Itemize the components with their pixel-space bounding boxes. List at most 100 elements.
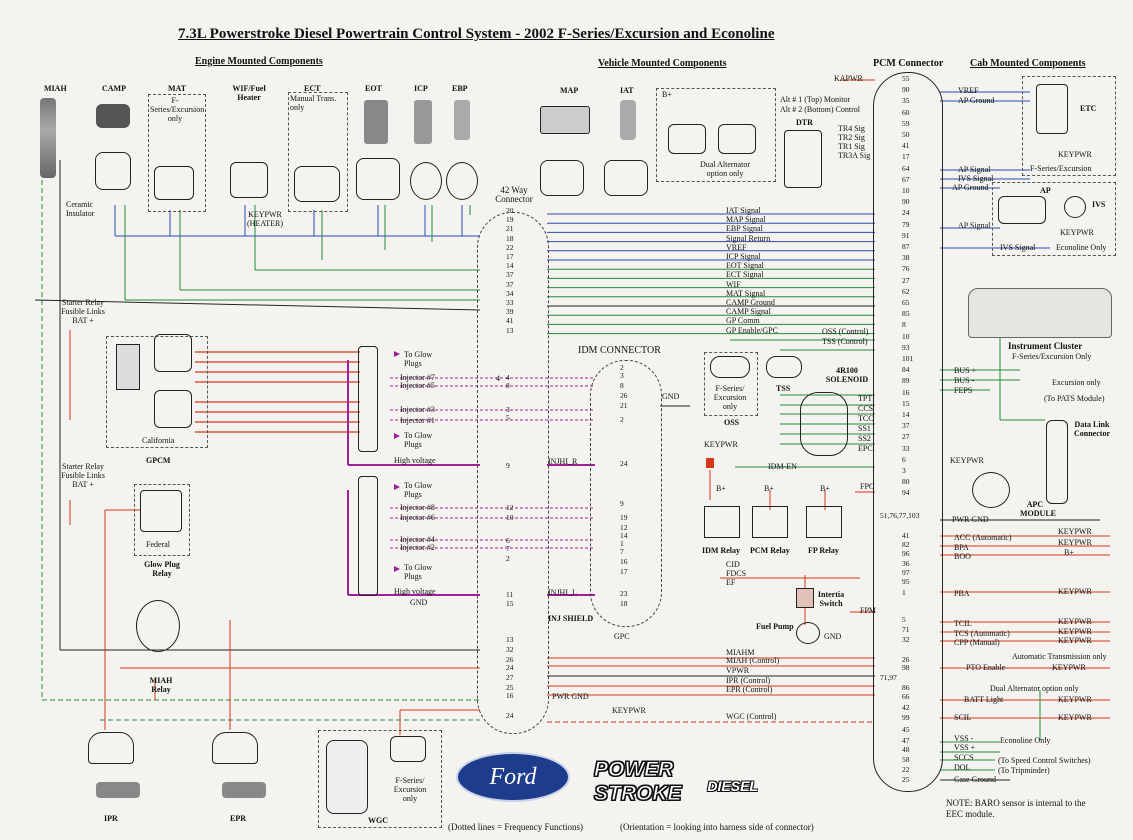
pcm-connector-body bbox=[873, 72, 943, 792]
pcm-pin-number: 51,76,77,103 bbox=[880, 511, 920, 520]
camp-sensor-icon bbox=[96, 104, 130, 128]
pwr-gnd-label: PWR GND bbox=[952, 515, 989, 524]
pcm-pin-number: 8 bbox=[902, 320, 906, 330]
solenoid-label: 4R100 SOLENOID bbox=[825, 366, 869, 384]
pin42-number: 5 bbox=[506, 413, 510, 422]
lower-right-label: PBA bbox=[954, 589, 970, 598]
icp-label: ICP bbox=[414, 84, 428, 93]
dotted-note: (Dotted lines = Frequency Functions) bbox=[448, 822, 584, 832]
iat-sensor-icon bbox=[620, 100, 636, 140]
gpcm-module-icon bbox=[116, 344, 140, 390]
diagram-title: 7.3L Powerstroke Diesel Powertrain Contr… bbox=[178, 26, 775, 42]
fp-relay-label: FP Relay bbox=[808, 546, 839, 555]
bus-minus-label: BUS - bbox=[954, 376, 975, 385]
pin42-number: 20 bbox=[506, 206, 514, 215]
pcm-pin-number: 37 bbox=[902, 421, 910, 431]
keypwr-r4: KEYPWR bbox=[1058, 587, 1092, 596]
to-glow-4: To Glow Plugs bbox=[404, 563, 433, 581]
pcm-pin-number: 35 bbox=[902, 96, 910, 106]
instrument-cluster-icon bbox=[968, 288, 1112, 338]
tss-label: TSS bbox=[776, 384, 791, 393]
lower-left-label: IPR (Control) bbox=[726, 676, 771, 685]
pcm-pin-number: 86 bbox=[902, 683, 910, 692]
glow-connector-bot-icon bbox=[358, 476, 378, 596]
high-voltage-1: High voltage bbox=[394, 456, 436, 465]
idm-pin-number: 14 bbox=[620, 531, 628, 540]
idm-pin-number: 26 bbox=[620, 391, 628, 400]
ford-logo: Ford bbox=[456, 752, 570, 802]
pcm-pin-number: 45 bbox=[902, 725, 910, 734]
glow-gnd-label: GND bbox=[410, 598, 428, 607]
dtr-label: DTR bbox=[796, 118, 813, 127]
keypwr-scil: KEYPWR bbox=[1058, 713, 1092, 722]
lower-left-label: VPWR bbox=[726, 666, 750, 675]
fuel-pump-icon bbox=[796, 622, 820, 644]
inertia-switch-icon bbox=[796, 588, 814, 608]
mat-connector-icon bbox=[154, 166, 194, 200]
cid-label: CID bbox=[726, 560, 740, 569]
bplus-relay1-label: B+ bbox=[716, 484, 726, 493]
ap-label: AP bbox=[1040, 186, 1051, 195]
kapwr-label: KAPWR bbox=[834, 74, 863, 83]
keypwr-r1: KEYPWR bbox=[1058, 527, 1092, 536]
econoline-right-label: Econoline Only bbox=[1000, 736, 1051, 745]
oss-label: OSS bbox=[724, 418, 740, 427]
ebp-label: EBP bbox=[452, 84, 468, 93]
b-plus-label: B+ bbox=[662, 90, 672, 99]
fuel-pump-label: Fuel Pump bbox=[756, 622, 794, 631]
pin42-number: 32 bbox=[506, 645, 514, 654]
pcm-pin-number: 98 bbox=[902, 663, 910, 672]
pcm-pin-number: 94 bbox=[902, 488, 910, 498]
baro-note: NOTE: BARO sensor is internal to the EEC… bbox=[946, 798, 1086, 819]
pcm-pin-number: 6 bbox=[902, 454, 906, 464]
idm-pin-number: 9 bbox=[620, 499, 624, 508]
pin42-number: 13 bbox=[506, 635, 514, 644]
lower-left-label: MIAH (Control) bbox=[726, 656, 780, 665]
pcm-pin-number: 66 bbox=[902, 692, 910, 701]
pcm-pin-number: 14 bbox=[902, 410, 910, 419]
vref-label: VREF bbox=[958, 86, 979, 95]
injector-2: Injector #2 bbox=[400, 543, 435, 552]
feps-label: FEPS bbox=[954, 386, 973, 395]
pin42-number: 39 bbox=[506, 307, 514, 317]
connector42-body bbox=[477, 212, 549, 734]
scil-label: SCIL bbox=[954, 713, 972, 722]
solenoid-pin-label: SS1 bbox=[858, 424, 871, 433]
pcm-pin-number: 59 bbox=[902, 118, 910, 128]
high-voltage-2: High voltage bbox=[394, 587, 436, 596]
pin42-number: 13 bbox=[506, 325, 514, 335]
to-glow-3: To Glow Plugs bbox=[404, 481, 433, 499]
glow-connector-top-icon bbox=[358, 346, 378, 452]
pcm-pin-number: 10 bbox=[902, 186, 910, 195]
idm-pin-number: 8 bbox=[620, 381, 624, 390]
pcm-pin-number: 60 bbox=[902, 107, 910, 117]
pin42-number: 37 bbox=[506, 270, 514, 280]
iat-label: IAT bbox=[620, 86, 634, 95]
pcm-pin-number: 55 bbox=[902, 74, 910, 83]
pin42-number: 11 bbox=[506, 590, 514, 599]
ef-label: EF bbox=[726, 578, 736, 587]
pcm-pin-number: 67 bbox=[902, 174, 910, 184]
pcm-pin-number: 89 bbox=[902, 376, 910, 386]
signal-label: EBP Signal bbox=[726, 224, 763, 234]
pcm-pin-number: 24 bbox=[902, 208, 910, 218]
sccs-label: SCCS bbox=[954, 753, 974, 762]
solenoid-pin-label: TPT bbox=[858, 394, 873, 403]
pin42-number: 24 bbox=[506, 663, 514, 672]
pin42-number: 22 bbox=[506, 242, 514, 252]
pcm-pin-number: 93 bbox=[902, 342, 910, 352]
alt1-label: Alt # 1 (Top) Monitor bbox=[780, 95, 851, 104]
idm-gnd-label: GND bbox=[662, 392, 680, 401]
glow-relay-label: Glow Plug Relay bbox=[144, 560, 180, 578]
lower-right-label: TCIL bbox=[954, 619, 972, 628]
wif-connector-icon bbox=[230, 162, 268, 198]
wgc-label: WGC bbox=[368, 816, 388, 825]
pin42-number: 15 bbox=[506, 599, 514, 608]
miah-sensor-icon bbox=[40, 98, 56, 178]
tr3a-label: TR3A Sig bbox=[838, 151, 871, 160]
fpm-label: FPM bbox=[860, 606, 877, 615]
dual-alt-label: Dual Alternator option only bbox=[700, 160, 750, 178]
idm-pin-number: 1 bbox=[620, 539, 624, 548]
ap-ground-label: AP Ground bbox=[958, 96, 995, 105]
mat-note: F-Series/Excursion only bbox=[150, 96, 205, 123]
